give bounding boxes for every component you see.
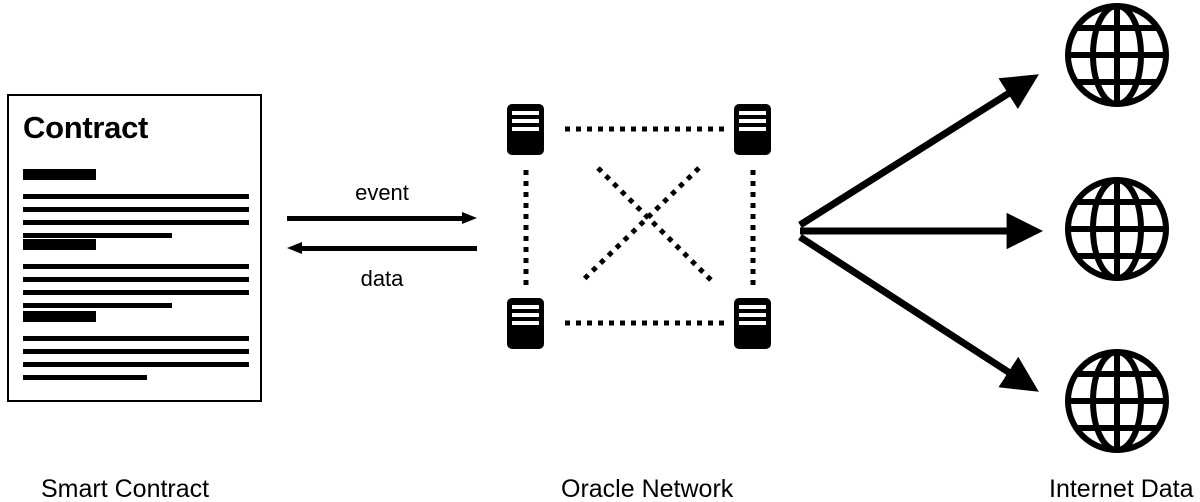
oracle-node-server-icon-bottom-left: [507, 298, 544, 349]
oracle-network-group: [503, 100, 775, 350]
contract-section-heading-bar: [23, 311, 96, 322]
oracle-node-server-icon-top-left: [507, 104, 544, 155]
data-arrow-head: [287, 242, 302, 254]
contract-text-line-partial: [23, 375, 148, 380]
server-stripe: [512, 127, 539, 131]
caption-oracle-network: Oracle Network: [561, 475, 734, 502]
oracle-network-links: [523, 126, 756, 326]
caption-internet-data: Internet Data: [1049, 475, 1194, 502]
server-stripe: [739, 119, 766, 123]
caption-smart-contract: Smart Contract: [41, 475, 210, 502]
contract-text-line: [23, 207, 249, 212]
globe-icon-bottom: [1065, 349, 1169, 453]
globe-icon-top: [1065, 3, 1169, 107]
contract-section-heading-bar: [23, 239, 96, 250]
contract-text-line-partial: [23, 233, 173, 238]
contract-section-heading-bar: [23, 169, 96, 180]
server-stripe: [512, 111, 539, 115]
server-stripe: [739, 111, 766, 115]
globe-icon-middle: [1065, 177, 1169, 281]
server-stripe: [512, 321, 539, 325]
smart-contract-document: Contract: [7, 94, 262, 402]
contract-text-line: [23, 290, 249, 295]
link-diagonal-tl-br: [596, 166, 715, 284]
server-stripe: [739, 321, 766, 325]
contract-text-line: [23, 264, 249, 269]
contract-text-line: [23, 336, 249, 341]
data-arrow-label: data: [360, 266, 404, 291]
contract-text-line: [23, 362, 249, 367]
server-stripe: [512, 119, 539, 123]
server-stripe: [739, 313, 766, 317]
data-arrow-shaft: [299, 246, 477, 251]
contract-oracle-exchange: event data: [287, 182, 477, 290]
oracle-node-server-icon-top-right: [734, 104, 771, 155]
event-arrow-label: event: [355, 180, 409, 205]
oracle-node-server-icon-bottom-right: [734, 298, 771, 349]
contract-section-3: [23, 311, 249, 380]
server-stripe: [512, 313, 539, 317]
arrow-to-globe-bottom: [798, 234, 1039, 392]
contract-title: Contract: [23, 110, 149, 145]
contract-text-line: [23, 194, 249, 199]
contract-section-2: [23, 239, 249, 308]
event-arrow-shaft: [287, 216, 465, 221]
contract-section-1: [23, 169, 249, 238]
event-arrow-right-icon: [287, 212, 477, 224]
oracle-to-internet-arrows: [798, 74, 1044, 392]
data-arrow-left-icon: [287, 242, 477, 254]
contract-text-line: [23, 220, 249, 225]
server-stripe: [739, 305, 766, 309]
event-arrow-head: [462, 212, 477, 224]
link-diagonal-tr-bl: [579, 166, 701, 284]
arrow-to-globe-top: [798, 74, 1039, 228]
contract-text-line: [23, 349, 249, 354]
contract-text-line: [23, 277, 249, 282]
server-stripe: [512, 305, 539, 309]
server-stripe: [739, 127, 766, 131]
contract-text-line-partial: [23, 303, 173, 308]
